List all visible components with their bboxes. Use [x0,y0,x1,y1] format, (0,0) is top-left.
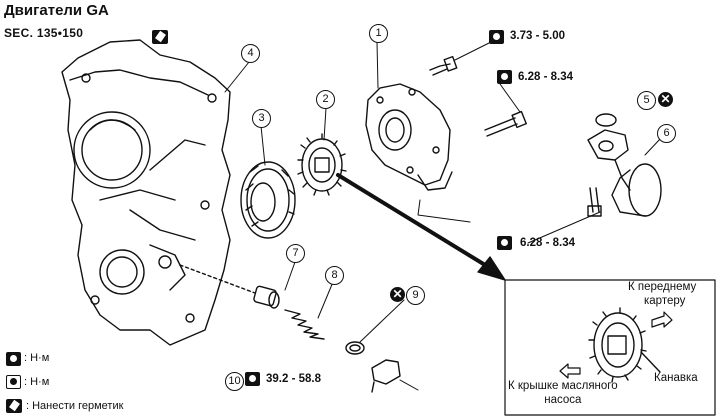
wrench-torque-icon [489,30,504,44]
inset-label-front-cover-line2: картеру [644,295,686,307]
inset-label-groove: Канавка [654,372,698,384]
inset-arrows [559,311,673,379]
x-circle-replace-icon: ✕ [658,92,673,107]
callout-7: 7 [286,244,305,263]
inset-label-pump-cover: К крышке масляного насоса [508,379,618,407]
sealant-tube-icon [152,30,168,44]
wrench-torque-icon [245,372,260,386]
inset-gear [588,307,661,383]
strainer-bolt [587,187,602,217]
callout-2: 2 [316,90,335,109]
torque-spec-2: 6.28 - 8.34 [518,71,573,83]
callout-5: 5 [637,91,656,110]
wrench-torque-icon [497,70,512,84]
torque-spec-3: 6.28 - 8.34 [520,237,575,249]
wrench-torque-icon [6,352,21,366]
section-code: SEC. 135•150 [4,26,84,40]
torque-spec-1: 3.73 - 5.00 [510,30,565,42]
legend-nm-2: : Н·м [24,376,50,388]
inset-label-pump-cover-line2: насоса [544,394,582,406]
callout-1: 1 [369,24,388,43]
page-title: Двигатели GA [4,2,109,19]
inset-label-front-cover: К переднему картеру [628,280,696,308]
oil-strainer [587,129,662,217]
leader-lines [224,39,662,391]
front-cover [61,39,231,346]
callout-3: 3 [252,109,271,128]
callout-6: 6 [657,124,676,143]
callout-4: 4 [241,44,260,63]
sealant-tube-icon [6,399,22,413]
torque-spec-4: 39.2 - 58.8 [266,373,321,385]
bolt-top [429,55,458,76]
legend-sealant: : Нанести герметик [26,400,124,412]
callout-10: 10 [225,372,244,391]
outer-gear [297,133,347,196]
relief-valve-parts [179,264,401,393]
callout-8: 8 [325,266,344,285]
long-bolt [484,110,527,137]
wrench-outline-torque-icon [6,375,21,389]
callout-9: 9 [406,286,425,305]
x-circle-replace-icon: ✕ [390,287,405,302]
gasket-5 [595,113,617,127]
inset-frame [504,279,716,416]
oil-pump-body [365,83,453,191]
inner-gear [240,161,296,239]
legend-nm-1: : Н·м [24,352,50,364]
pointer-arrow [336,173,506,281]
inset-label-front-cover-line1: К переднему [628,281,697,293]
inset-label-pump-cover-line1: К крышке масляного [508,380,618,392]
wrench-torque-icon [497,236,512,250]
